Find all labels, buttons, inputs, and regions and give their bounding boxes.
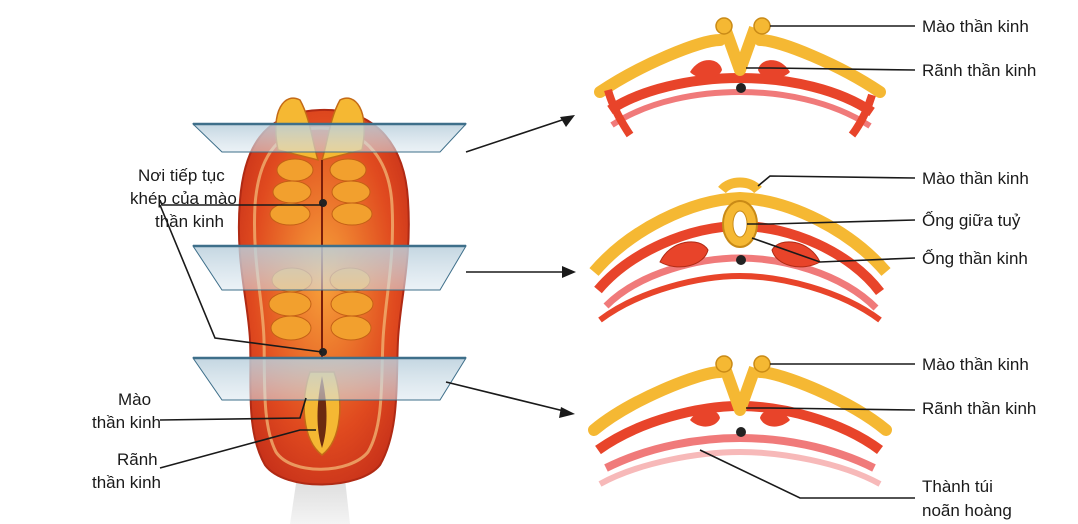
embryo [239,98,409,524]
section-arrows [446,115,576,418]
section3-label-yolk-1: Thành túi [922,477,993,496]
closure-site-line-3: thần kinh [155,212,224,231]
section2-label-tube: Ống thần kinh [922,248,1028,268]
left-crest-line-1: Mào [118,390,151,409]
section1-notochord [736,83,746,93]
arrow-to-section-3 [446,382,568,412]
section1-label-groove: Rãnh thần kinh [922,61,1036,80]
section1-crest-left [716,18,732,34]
section2-label-crest: Mào thần kinh [922,169,1029,188]
cut-plane-middle [193,246,466,290]
section3-crest-left [716,356,732,372]
section3-label-yolk-2: noãn hoàng [922,501,1012,520]
cut-plane-upper [193,124,466,152]
left-crest-line-2: thần kinh [92,413,161,432]
cross-section-1: Mào thần kinh Rãnh thần kinh [600,17,1036,135]
cut-plane-lower [193,358,466,400]
section3-notochord [736,427,746,437]
section2-central-canal [733,211,747,237]
cross-section-3: Mào thần kinh Rãnh thần kinh Thành túi n… [594,355,1036,520]
left-groove-line-2: thần kinh [92,473,161,492]
closure-site-line-1: Nơi tiếp tục [138,166,225,185]
cross-section-2: Mào thần kinh Ống giữa tuỷ Ống thần kinh [594,169,1029,320]
section3-label-crest: Mào thần kinh [922,355,1029,374]
section3-crest-right [754,356,770,372]
section2-crest [722,183,758,191]
arrow-to-section-1 [466,118,568,152]
section1-crest-right [754,18,770,34]
section2-notochord [736,255,746,265]
section3-label-groove: Rãnh thần kinh [922,399,1036,418]
section2-label-canal: Ống giữa tuỷ [922,210,1021,230]
section1-label-crest: Mào thần kinh [922,17,1029,36]
left-groove-line-1: Rãnh [117,450,158,469]
